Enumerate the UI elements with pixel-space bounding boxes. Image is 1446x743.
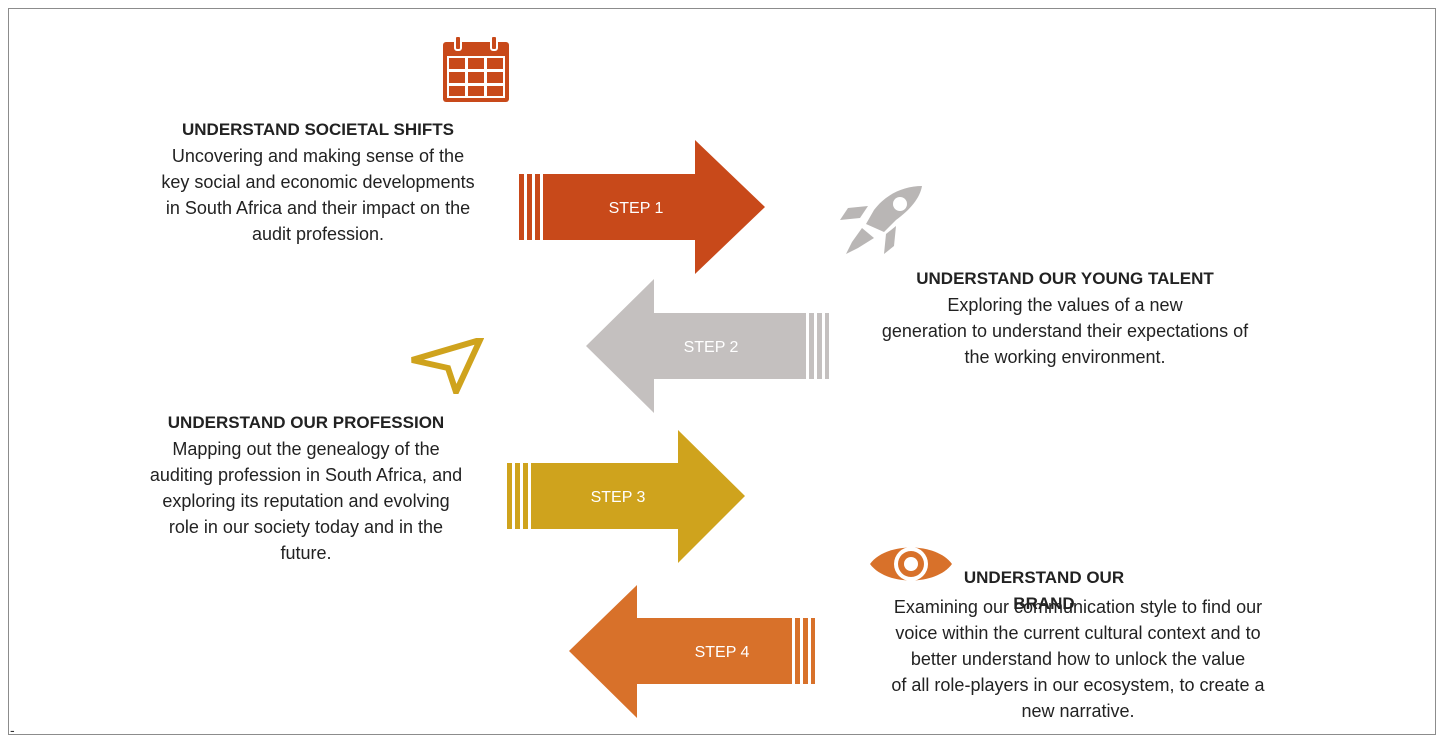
step-3-text: UNDERSTAND OUR PROFESSION Mapping out th… <box>100 410 512 566</box>
step-4-text: Examining our communication style to fin… <box>828 594 1328 724</box>
step-2-title: UNDERSTAND OUR YOUNG TALENT <box>916 269 1214 288</box>
step-1-label: STEP 1 <box>609 200 664 217</box>
step-4-title-wrap: UNDERSTAND OUR BRAND <box>944 565 1144 617</box>
step-4-title: UNDERSTAND OUR BRAND <box>963 568 1125 613</box>
step-1-description: Uncovering and making sense of the key s… <box>161 146 475 244</box>
slide-frame <box>8 8 1436 735</box>
step-1-arrow: STEP 1 <box>519 140 765 274</box>
step-3-arrow: STEP 3 <box>507 430 745 563</box>
step-4-label: STEP 4 <box>695 644 750 661</box>
step-2-description: Exploring the values of a new generation… <box>881 295 1249 367</box>
navigation-arrow-icon <box>411 338 484 394</box>
calendar-icon <box>443 35 509 102</box>
step-3-title: UNDERSTAND OUR PROFESSION <box>167 413 445 432</box>
step-2-text: UNDERSTAND OUR YOUNG TALENT Exploring th… <box>820 266 1310 370</box>
footer-mark: - <box>10 722 15 738</box>
eye-icon <box>870 547 952 581</box>
step-1-title: UNDERSTAND SOCIETAL SHIFTS <box>181 120 454 139</box>
step-4-description: Examining our communication style to fin… <box>891 597 1265 721</box>
step-3-label: STEP 3 <box>591 489 646 506</box>
step-2-arrow: STEP 2 <box>586 279 829 413</box>
step-2-label: STEP 2 <box>684 339 739 356</box>
step-1-text: UNDERSTAND SOCIETAL SHIFTS Uncovering an… <box>118 117 518 247</box>
step-4-arrow: STEP 4 <box>569 585 815 718</box>
rocket-icon <box>840 186 922 254</box>
step-3-description: Mapping out the genealogy of the auditin… <box>149 439 463 563</box>
